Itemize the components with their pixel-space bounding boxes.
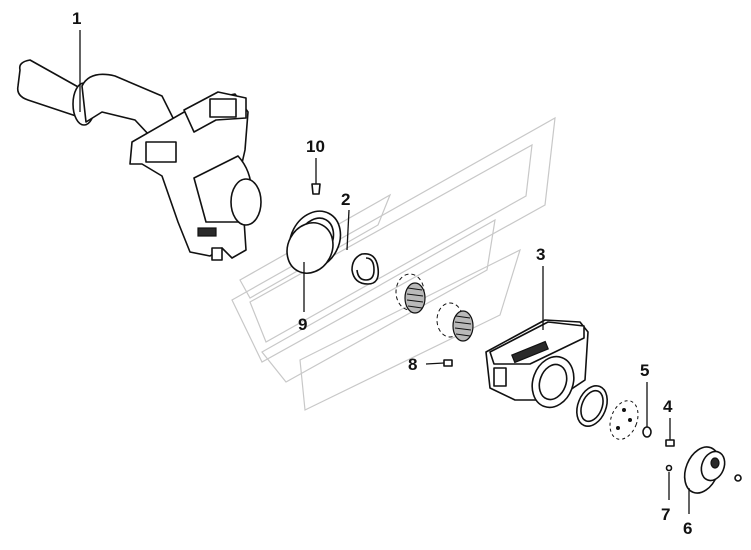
callout-1: 1	[72, 9, 81, 28]
bearing-housing-icon	[485, 319, 589, 409]
washer-icon	[642, 382, 652, 438]
oil-seal-icon	[286, 210, 342, 274]
bolt-icon	[665, 418, 675, 447]
callout-7: 7	[661, 505, 670, 524]
callout-5: 5	[640, 361, 649, 380]
callout-4: 4	[663, 397, 673, 416]
callout-6: 6	[683, 519, 692, 538]
callout-2-leader	[346, 209, 350, 251]
callout-9: 9	[298, 315, 307, 334]
screw-icon	[425, 359, 453, 367]
callout-3: 3	[536, 245, 545, 264]
callout-10: 10	[306, 137, 325, 156]
callout-8: 8	[408, 355, 417, 374]
brand-watermark-icon	[231, 116, 556, 411]
steering-knuckle-icon	[16, 59, 262, 261]
spacer-disc-icon	[609, 400, 639, 440]
plug-icon	[734, 474, 742, 482]
inner-bearing-icon	[395, 273, 426, 314]
retaining-ring-icon	[351, 252, 380, 285]
outer-bearing-icon	[436, 302, 474, 342]
grease-nipple-icon	[311, 158, 321, 195]
callout-2: 2	[341, 190, 350, 209]
hub-cap-icon	[683, 446, 726, 514]
snap-ring-icon	[576, 385, 608, 427]
pin-icon	[665, 464, 673, 500]
